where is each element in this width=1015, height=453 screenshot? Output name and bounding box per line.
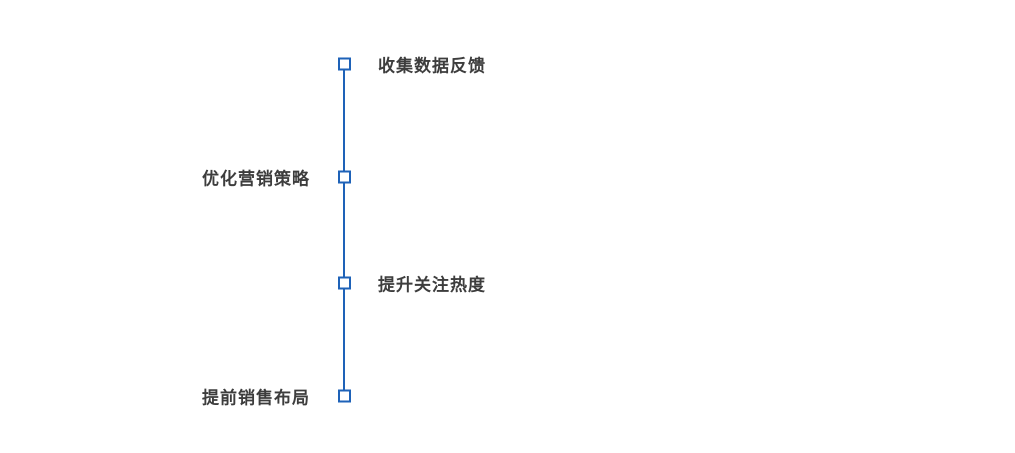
timeline-line [343,64,345,396]
timeline-node-marker [338,57,351,71]
timeline-node-marker [338,170,351,184]
timeline-node-marker [338,276,351,290]
timeline-label: 提升关注热度 [378,275,486,295]
timeline-label: 收集数据反馈 [378,56,486,76]
timeline-label: 优化营销策略 [202,169,310,189]
timeline-node-marker [338,389,351,403]
timeline-label: 提前销售布局 [202,388,310,408]
